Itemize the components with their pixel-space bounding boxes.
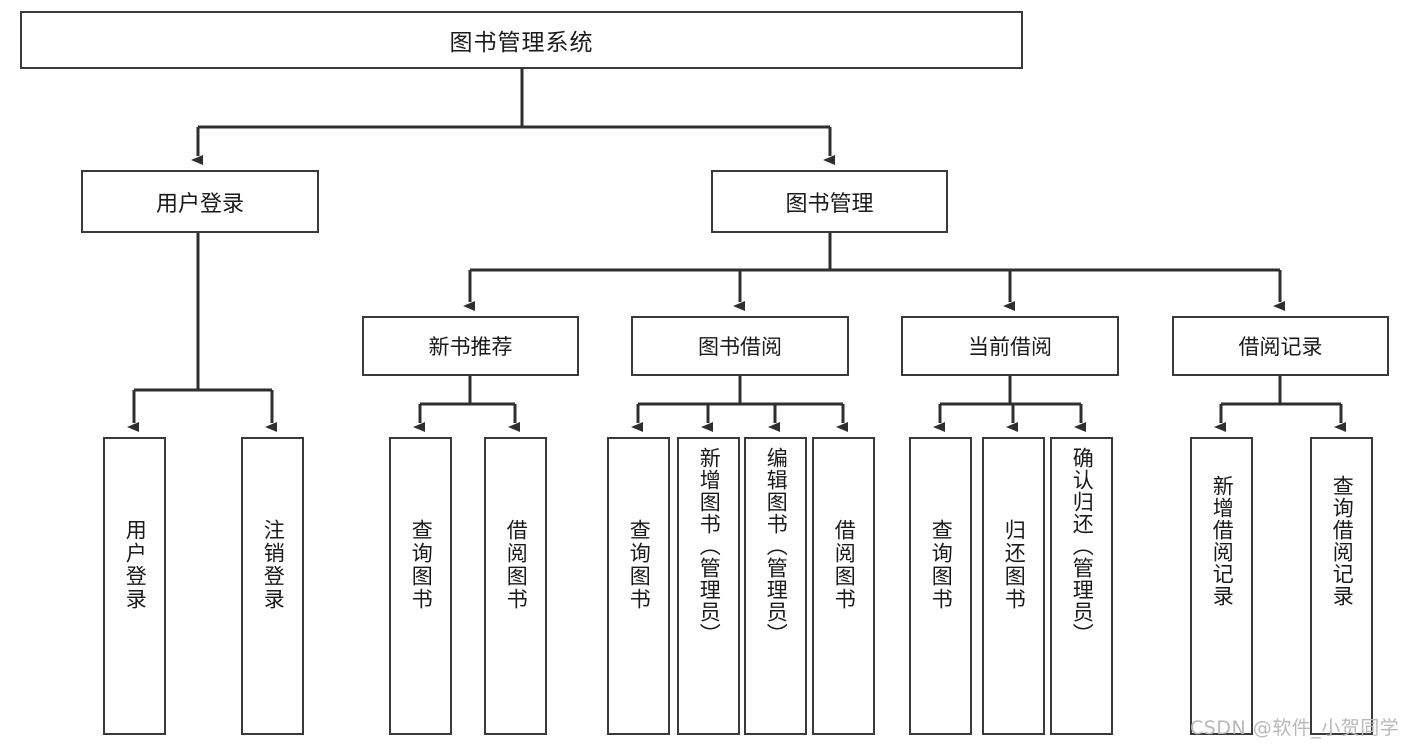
leaf-add-book-label: 新增图书（管理员） [697, 447, 722, 645]
leaf-return-book-label: 归还图书 [1002, 519, 1027, 611]
node-user-login-label: 用户登录 [155, 191, 244, 217]
leaf-borrow-book-2-label: 借阅图书 [832, 519, 857, 611]
leaf-borrow-book-1-label: 借阅图书 [504, 519, 529, 611]
node-new-book-recommend[interactable]: 新书推荐 [362, 316, 579, 376]
watermark: CSDN @软件_小贺同学 [1190, 717, 1400, 739]
node-book-manage-label: 图书管理 [785, 191, 874, 217]
leaf-query-book-3[interactable]: 查询图书 [909, 437, 972, 735]
leaf-query-borrow-record[interactable]: 查询借阅记录 [1310, 437, 1373, 735]
node-book-manage[interactable]: 图书管理 [711, 170, 948, 233]
leaf-user-logout[interactable]: 注销登录 [241, 437, 304, 735]
leaf-query-book-2[interactable]: 查询图书 [607, 437, 670, 735]
leaf-return-book[interactable]: 归还图书 [982, 437, 1045, 735]
leaf-query-book-1[interactable]: 查询图书 [389, 437, 452, 735]
node-new-book-recommend-label: 新书推荐 [428, 335, 513, 359]
leaf-user-logout-label: 注销登录 [261, 519, 286, 611]
leaf-query-book-1-label: 查询图书 [409, 519, 434, 611]
leaf-edit-book-label: 编辑图书（管理员） [764, 447, 789, 645]
leaf-query-book-3-label: 查询图书 [929, 519, 954, 611]
leaf-edit-book[interactable]: 编辑图书（管理员） [744, 437, 807, 735]
leaf-user-login-label: 用户登录 [123, 519, 148, 611]
leaf-query-book-2-label: 查询图书 [627, 519, 652, 611]
leaf-add-book[interactable]: 新增图书（管理员） [677, 437, 740, 735]
leaf-confirm-return-label: 确认归还（管理员） [1070, 447, 1095, 645]
leaf-add-borrow-record[interactable]: 新增借阅记录 [1190, 437, 1253, 735]
node-book-borrow[interactable]: 图书借阅 [631, 316, 849, 376]
leaf-add-borrow-record-label: 新增借阅记录 [1210, 475, 1235, 607]
leaf-user-login[interactable]: 用户登录 [103, 437, 166, 735]
node-borrow-record-label: 借阅记录 [1238, 335, 1323, 359]
leaf-confirm-return[interactable]: 确认归还（管理员） [1050, 437, 1113, 735]
node-book-borrow-label: 图书借阅 [698, 335, 782, 359]
node-current-borrow-label: 当前借阅 [968, 335, 1052, 359]
node-user-login[interactable]: 用户登录 [81, 170, 319, 233]
node-current-borrow[interactable]: 当前借阅 [901, 316, 1119, 376]
leaf-query-borrow-record-label: 查询借阅记录 [1330, 475, 1355, 607]
node-root-label: 图书管理系统 [449, 30, 594, 56]
node-borrow-record[interactable]: 借阅记录 [1172, 316, 1389, 376]
leaf-borrow-book-2[interactable]: 借阅图书 [812, 437, 875, 735]
leaf-borrow-book-1[interactable]: 借阅图书 [484, 437, 547, 735]
node-root[interactable]: 图书管理系统 [20, 11, 1023, 69]
